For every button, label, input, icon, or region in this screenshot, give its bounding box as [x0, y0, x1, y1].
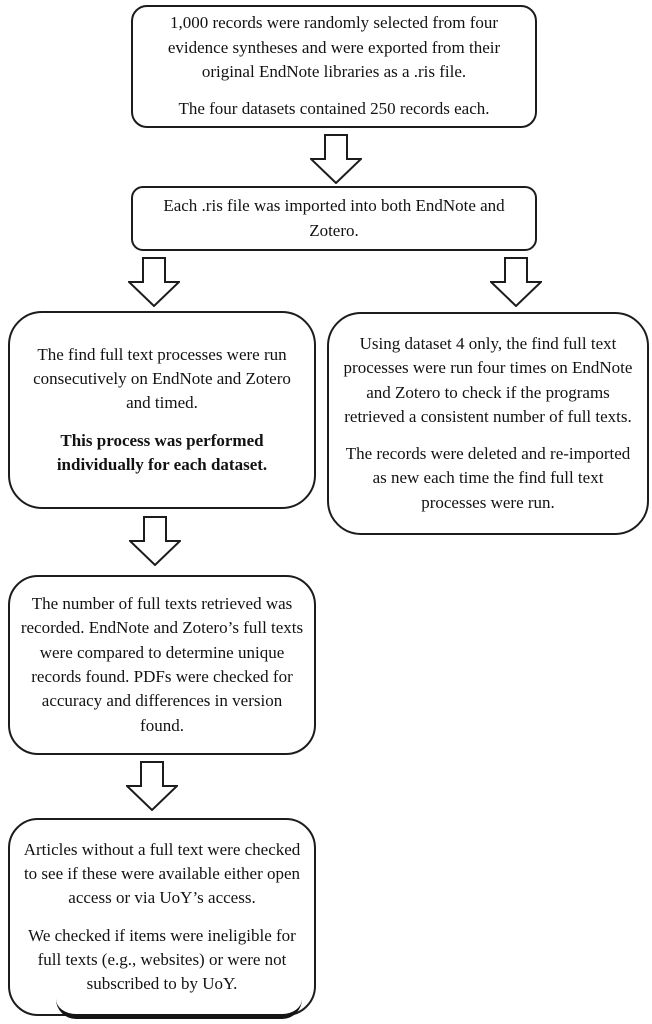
down-arrow-icon — [128, 257, 180, 307]
flow-box-text: 1,000 records were randomly selected fro… — [167, 13, 501, 81]
flow-box-records-selected: 1,000 records were randomly selected fro… — [131, 5, 537, 128]
flow-box-text: Articles without a full text were checke… — [23, 839, 301, 908]
bottom-edge-artifact — [56, 999, 302, 1019]
flow-box-text: Each .ris file was imported into both En… — [163, 196, 505, 240]
flow-box-text: We checked if items were ineligible for … — [28, 925, 296, 994]
down-arrow-icon — [310, 134, 362, 184]
down-arrow-icon — [126, 761, 178, 811]
flow-box-consistency-check: Using dataset 4 only, the find full text… — [327, 312, 649, 535]
flow-box-timed-runs: The find full text processes were run co… — [8, 311, 316, 509]
flow-box-text: The records were deleted and re-imported… — [345, 444, 631, 512]
flow-box-text: The find full text processes were run co… — [33, 344, 291, 413]
flow-box-text: The four datasets contained 250 records … — [178, 99, 490, 119]
flow-box-text: Using dataset 4 only, the find full text… — [343, 333, 633, 426]
down-arrow-icon — [490, 257, 542, 307]
flow-box-text: The number of full texts retrieved was r… — [20, 594, 304, 735]
flow-box-import: Each .ris file was imported into both En… — [131, 186, 537, 251]
flow-box-missing-fulltext-checks: Articles without a full text were checke… — [8, 818, 316, 1016]
flow-box-results-recorded: The number of full texts retrieved was r… — [8, 575, 316, 755]
down-arrow-icon — [129, 516, 181, 566]
flow-box-text-bold: This process was performed individually … — [56, 430, 268, 474]
